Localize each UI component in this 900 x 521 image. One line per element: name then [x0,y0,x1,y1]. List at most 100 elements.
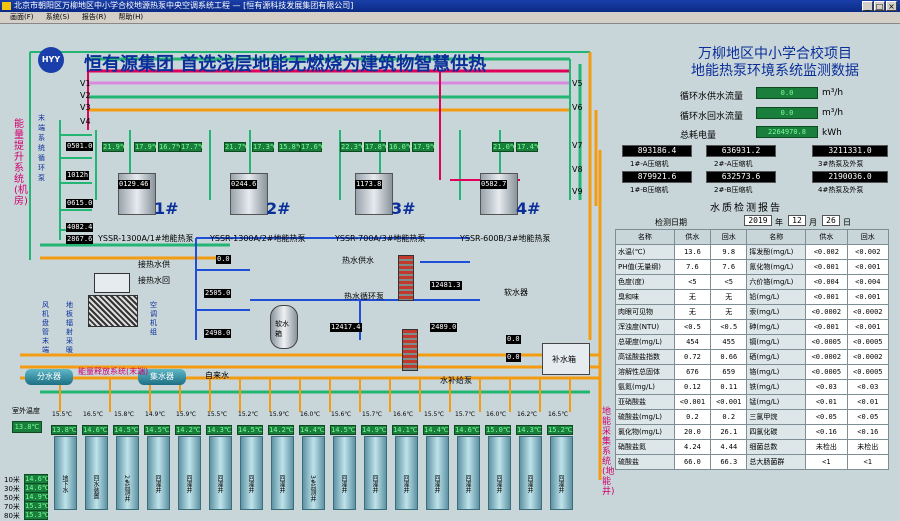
maximize-button[interactable]: □ [874,1,885,11]
col-return: 回水 [710,229,748,245]
mid-readout: 2505.0 [204,289,232,298]
report-month[interactable]: 12 [788,215,806,226]
report-year[interactable]: 2019 [744,215,772,226]
project-line-2: 地能热泵环境系统监测数据 [691,63,859,79]
table-cell: <5 [673,274,712,290]
table-cell: 臭和味 [615,289,675,305]
floor-heating-label: 地板辐射采暖 [66,301,73,354]
well-name: 回灌井 [216,475,223,493]
app-icon [2,2,11,10]
minimize-button[interactable]: _ [862,1,873,11]
supply-flow-label: 循环水供水流量 [680,92,744,102]
table-cell: 无 [673,289,712,305]
well-name: 回灌井 [185,475,192,493]
pump-runtime: 0501.0 [66,142,94,151]
menu-item-screen[interactable]: 画面(F) [10,13,34,21]
menu-item-help[interactable]: 帮助(H) [118,13,144,21]
table-cell: <0.001 [805,259,848,275]
table-cell: <0.0002 [805,304,848,320]
table-cell: <0.01 [846,394,890,410]
return-flow-unit: m³/h [822,108,844,118]
ac-unit-label: 空调机组 [150,301,157,336]
table-cell: <0.03 [846,379,890,395]
mid-readout: 2498.0 [204,329,232,338]
table-cell: <0.16 [805,424,848,440]
table-cell: 总大肠菌群 [746,454,807,470]
top-temp-readout: 15.8℃ [278,142,304,152]
table-cell: 氯化物(mg/L) [615,424,675,440]
return-flow-label: 循环水回水流量 [680,112,744,122]
top-temp-readout: 17.8℃ [364,142,390,152]
col-supply: 供水 [673,229,712,245]
pump-runtime: 2867.6 [66,235,94,244]
well-status-temp: 15.8℃ [114,411,135,418]
unit-model-label: YSSR-600B/3#地能热泵 [460,234,551,243]
well-name: 回灌井 [464,475,471,493]
table-cell: 7.6 [673,259,712,275]
well-status-temp: 15.5℃ [52,411,73,418]
pipe-diagram [20,51,602,480]
table-cell: 66.0 [673,454,712,470]
table-cell: <0.0002 [846,304,890,320]
table-cell: <0.001 [673,394,712,410]
power-value: 2264970.8 [756,126,818,138]
table-cell: <0.001 [846,289,890,305]
collector-tank: 集水器 [138,369,186,385]
table-cell: PH值(无量纲) [615,259,675,275]
table-cell: 四氯化碳 [746,424,807,440]
well-status-temp: 16.0℃ [486,411,507,418]
col-return-2: 回水 [846,229,890,245]
table-cell: 未检出 [805,439,848,455]
report-day[interactable]: 26 [822,215,840,226]
top-temp-readout: 17.3℃ [252,142,278,152]
mid-readout: 12481.3 [430,281,462,290]
well-name: 回灌井 [278,475,285,493]
unit-number: 1# [154,199,179,218]
table-cell: 氨氮(mg/L) [615,379,675,395]
well-name: 回水装置 [92,475,99,499]
well-status-temp: 16.2℃ [517,411,538,418]
table-cell: 4.44 [710,439,748,455]
top-temp-readout: 21.9℃ [102,142,128,152]
v7-label: V7 [572,141,583,150]
top-temp-readout: 16.7℃ [158,142,184,152]
power-unit: kWh [822,128,842,138]
menu-item-system[interactable]: 系统(S) [45,13,70,21]
table-cell: 未检出 [846,439,890,455]
top-temp-readout: 17.9℃ [412,142,438,152]
depth-value: 15.3℃ [24,510,50,520]
table-cell: <1 [846,454,890,470]
table-row: 臭和味无无铅(mg/L)<0.001<0.001 [615,289,890,305]
table-header: 名称 供水 回水 名称 供水 回水 [615,229,890,245]
table-cell: <0.001 [846,259,890,275]
well-top-temp: 15.0℃ [485,425,511,435]
table-cell: 无 [710,289,748,305]
fan-coil-label: 风机盘管末端 [42,301,49,354]
close-button[interactable]: × [886,1,897,11]
table-cell: 0.2 [673,409,712,425]
table-cell: 26.1 [710,424,748,440]
v3-label: V3 [80,103,91,112]
meter-2a: 636931.2 [706,145,776,157]
well-top-temp: 15.2℃ [547,425,573,435]
report-month-unit: 月 [809,218,817,227]
table-cell: <0.01 [805,394,848,410]
well-top-temp: 14.4℃ [299,425,325,435]
table-cell: <0.5 [673,319,712,335]
meter-1a-label: 1#-A压缩机 [630,160,669,168]
meter-3: 3211331.0 [812,145,888,157]
table-cell: <0.004 [805,274,848,290]
pump-runtime: 4082.4 [66,223,94,232]
top-temp-readout: 17.9℃ [134,142,160,152]
table-cell: 铁(mg/L) [746,379,807,395]
table-cell: 总硬度(mg/L) [615,334,675,350]
report-title: 水质检测报告 [710,203,782,214]
well-name: 回灌井 [371,475,378,493]
table-cell: 锰(mg/L) [746,394,807,410]
tap-water-label: 自来水 [205,371,229,380]
well-status-temp: 14.9℃ [145,411,166,418]
menu-item-report[interactable]: 报告(R) [81,13,107,21]
